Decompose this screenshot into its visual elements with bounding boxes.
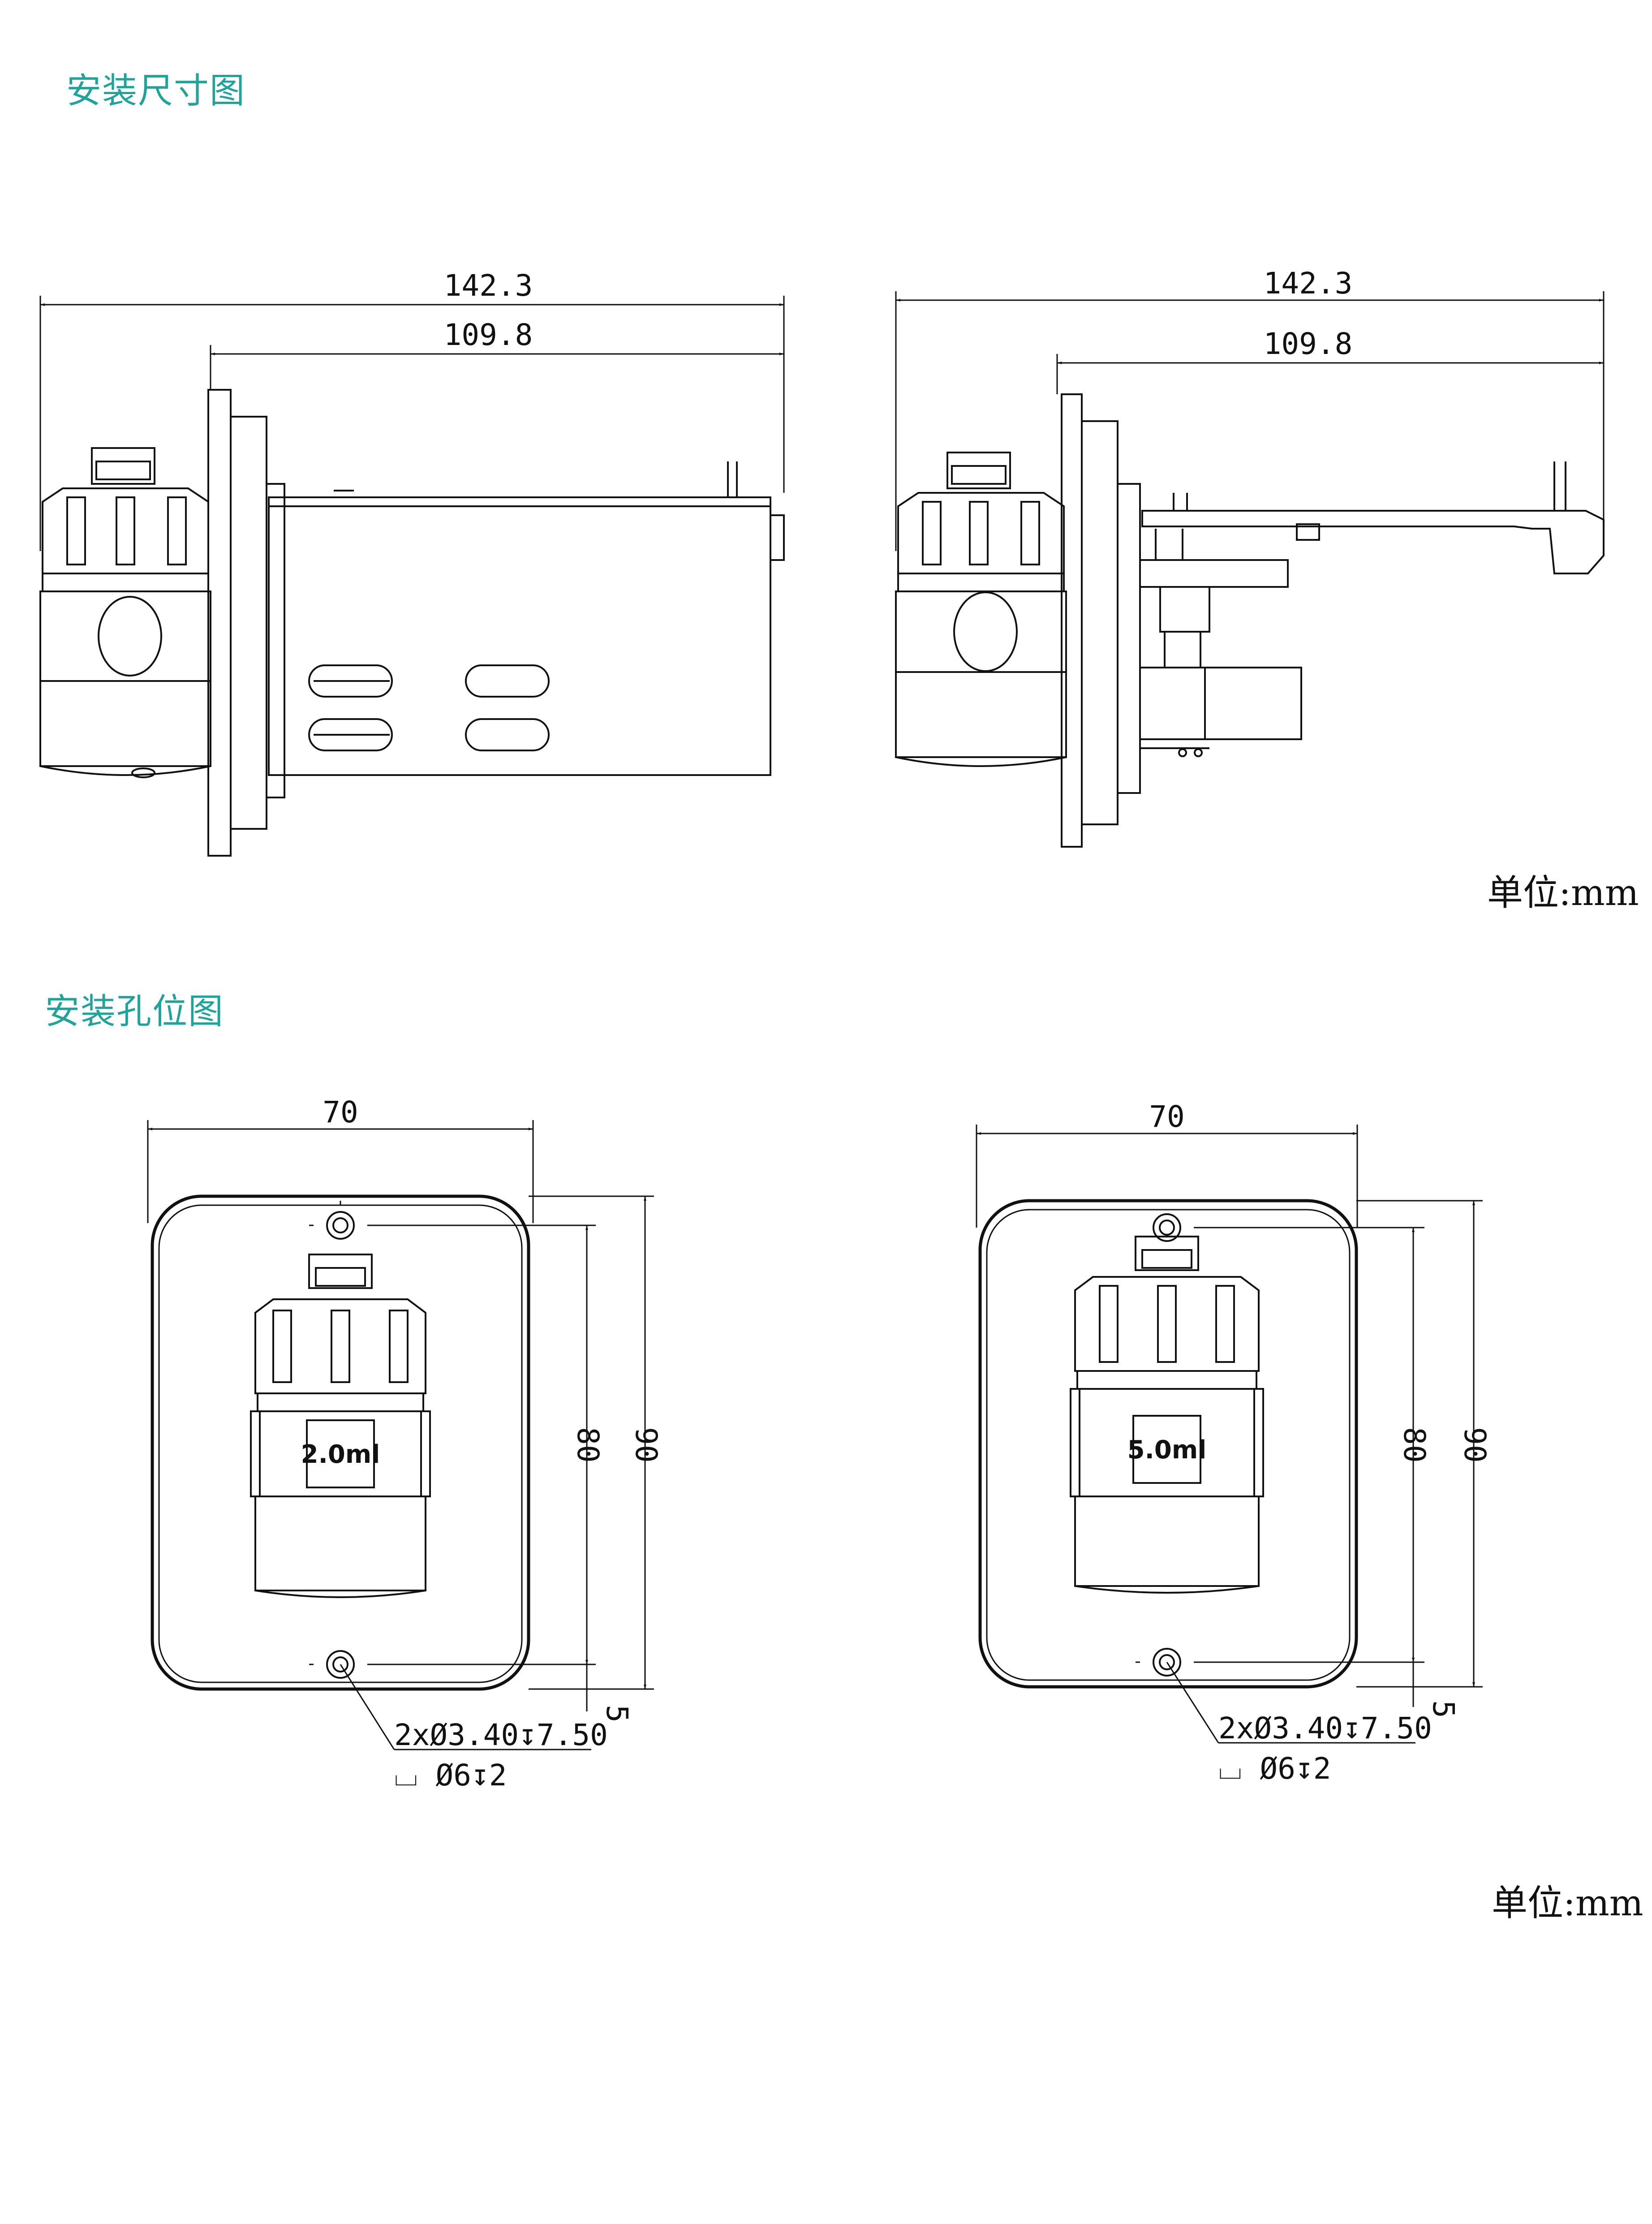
- fitting-top: [91, 447, 155, 485]
- vent-slot: [308, 718, 393, 751]
- mount-plate-front: [978, 1199, 1358, 1689]
- height-dim: 90: [629, 1427, 663, 1462]
- side-view-left: 142.3 109.8: [39, 268, 785, 857]
- hole-spec: 2xØ3.40↧7.50: [394, 1718, 608, 1752]
- unit-label: 单位:mm: [1487, 872, 1639, 914]
- hole-spec: 2xØ3.40↧7.50: [1218, 1711, 1432, 1746]
- install-size-title: 安装尺寸图: [66, 71, 246, 111]
- hole-spacing-dim: 80: [1397, 1427, 1432, 1462]
- depth-dim: 109.8: [444, 318, 533, 352]
- pump-window: [98, 596, 162, 677]
- depth-dim: 109.8: [1264, 327, 1353, 361]
- motor-block: [1139, 667, 1302, 740]
- gear-bracket: [1139, 559, 1289, 588]
- mount-hole-top[interactable]: [326, 1211, 355, 1240]
- mount-hole-bottom[interactable]: [1153, 1648, 1181, 1677]
- volume-label: 5.0ml: [1127, 1435, 1207, 1465]
- pump-cap-front: [1074, 1276, 1260, 1372]
- height-dim: 90: [1458, 1427, 1492, 1462]
- volume-badge-box: [306, 1419, 375, 1488]
- side-view-right: 142.3 109.8: [895, 266, 1605, 848]
- edge-dim: 5: [600, 1705, 634, 1723]
- pump-cap-front: [254, 1298, 426, 1394]
- volume-badge-box: [1132, 1415, 1201, 1484]
- vent-slot: [465, 664, 550, 698]
- unit-label: 单位:mm: [1492, 1882, 1643, 1924]
- install-hole-title: 安装孔位图: [45, 991, 224, 1032]
- hole-view-left: 70 2.0ml 80 90 5: [147, 1095, 663, 1793]
- hole-view-right: 70 5.0ml 80 90 5 2xØ3.40↧7.50 ⌴: [976, 1099, 1492, 1786]
- mount-plate: [1061, 393, 1083, 848]
- edge-dim: 5: [1426, 1700, 1461, 1718]
- overall-length-dim: 142.3: [444, 268, 533, 303]
- pump-body: [39, 590, 211, 682]
- counterbore-spec: ⌴ Ø6↧2: [394, 1758, 507, 1793]
- motor-housing: [268, 496, 771, 776]
- hole-spacing-dim: 80: [571, 1427, 605, 1462]
- mount-hole-bottom[interactable]: [326, 1650, 355, 1679]
- overall-length-dim: 142.3: [1264, 266, 1353, 301]
- width-dim: 70: [1149, 1099, 1184, 1134]
- width-dim: 70: [323, 1095, 358, 1129]
- vent-slot: [308, 664, 393, 698]
- mount-hole-top[interactable]: [1153, 1213, 1181, 1242]
- counterbore-spec: ⌴ Ø6↧2: [1218, 1751, 1331, 1786]
- mount-plate: [207, 389, 232, 857]
- vent-slot: [465, 718, 550, 751]
- pcb-board: [1141, 510, 1605, 574]
- volume-label: 2.0ml: [301, 1440, 380, 1469]
- mount-plate-front: [151, 1194, 530, 1691]
- pump-body: [895, 590, 1067, 673]
